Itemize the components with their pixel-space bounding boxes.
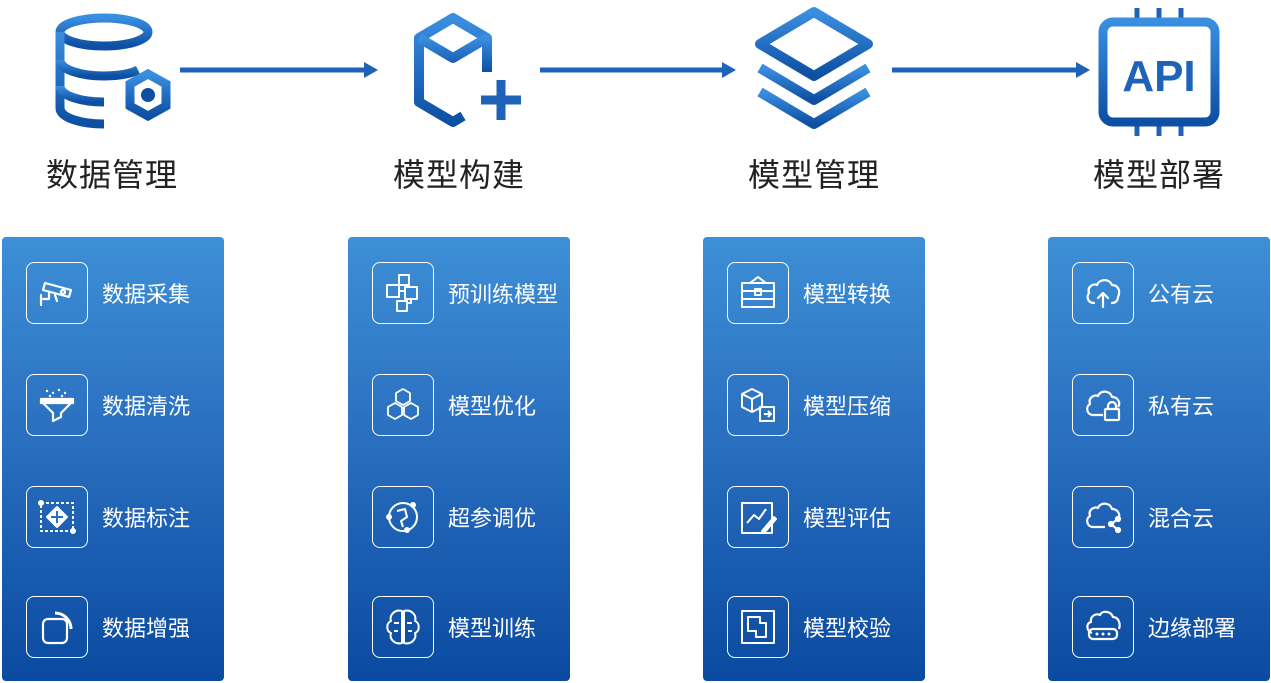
filter-icon: [26, 374, 88, 436]
list-item: 模型优化: [372, 373, 536, 437]
list-item: 边缘部署: [1072, 595, 1236, 659]
arrow-1: [180, 62, 378, 78]
list-item: 公有云: [1072, 261, 1214, 325]
stage-title: 模型部署: [1092, 156, 1225, 194]
compress-icon: [727, 374, 789, 436]
annotation-icon: [26, 486, 88, 548]
cloud-share-icon: [1072, 486, 1134, 548]
stage-title: 模型构建: [392, 156, 525, 194]
cloud-lock-icon: [1072, 374, 1134, 436]
stage-data-management: 数据管理: [0, 0, 242, 200]
item-label: 混合云: [1148, 507, 1215, 532]
list-item: 模型转换: [727, 261, 891, 325]
cloud-edge-icon: [1072, 596, 1134, 658]
arrow-2: [540, 62, 736, 78]
item-label: 公有云: [1148, 283, 1215, 308]
item-label: 边缘部署: [1148, 617, 1237, 642]
list-item: 私有云: [1072, 373, 1214, 437]
blocks-icon: [372, 262, 434, 324]
item-label: 数据清洗: [102, 395, 191, 420]
item-label: 数据标注: [102, 507, 191, 532]
item-label: 私有云: [1148, 395, 1215, 420]
list-item: 模型评估: [727, 485, 891, 549]
stage-model-deployment: API 模型部署: [1029, 0, 1271, 200]
item-label: 模型转换: [803, 283, 892, 308]
layers-icon: [755, 7, 873, 129]
arrow-3: [892, 62, 1090, 78]
panel-data-management: 数据采集 数据清洗 数据标注 数据增强: [2, 237, 224, 681]
list-item: 模型压缩: [727, 373, 891, 437]
panel-model-deployment: 公有云 私有云 混合云 边缘部署: [1048, 237, 1270, 681]
list-item: 数据采集: [26, 261, 190, 325]
stage-model-building: 模型构建: [329, 0, 589, 200]
item-label: 数据采集: [102, 283, 191, 308]
panel-model-management: 模型转换 模型压缩 模型评估 模型校验: [703, 237, 925, 681]
list-item: 模型训练: [372, 595, 536, 659]
cloud-upload-icon: [1072, 262, 1134, 324]
panel-model-building: 预训练模型 模型优化 超参调优 模: [348, 237, 570, 681]
list-item: 预训练模型: [372, 261, 558, 325]
convert-icon: [727, 262, 789, 324]
item-label: 数据增强: [102, 617, 191, 642]
api-chip-icon: API: [1098, 8, 1220, 136]
evaluate-icon: [727, 486, 789, 548]
item-label: 模型评估: [803, 507, 892, 532]
stage-title: 模型管理: [747, 156, 880, 194]
api-text: API: [1122, 52, 1195, 101]
brain-icon: [372, 596, 434, 658]
cube-plus-icon: [414, 13, 521, 127]
tuning-icon: [372, 486, 434, 548]
camera-icon: [26, 262, 88, 324]
database-gear-icon: [55, 13, 171, 129]
item-label: 模型压缩: [803, 395, 892, 420]
stage-model-management: 模型管理: [684, 0, 944, 200]
list-item: 混合云: [1072, 485, 1214, 549]
cubes-icon: [372, 374, 434, 436]
item-label: 模型优化: [448, 395, 537, 420]
list-item: 数据清洗: [26, 373, 190, 437]
item-label: 预训练模型: [448, 283, 559, 308]
stage-title: 数据管理: [45, 156, 178, 194]
item-label: 超参调优: [448, 507, 537, 532]
list-item: 数据增强: [26, 595, 190, 659]
list-item: 数据标注: [26, 485, 190, 549]
list-item: 模型校验: [727, 595, 891, 659]
verify-icon: [727, 596, 789, 658]
list-item: 超参调优: [372, 485, 536, 549]
item-label: 模型训练: [448, 617, 537, 642]
enhance-icon: [26, 596, 88, 658]
item-label: 模型校验: [803, 617, 892, 642]
